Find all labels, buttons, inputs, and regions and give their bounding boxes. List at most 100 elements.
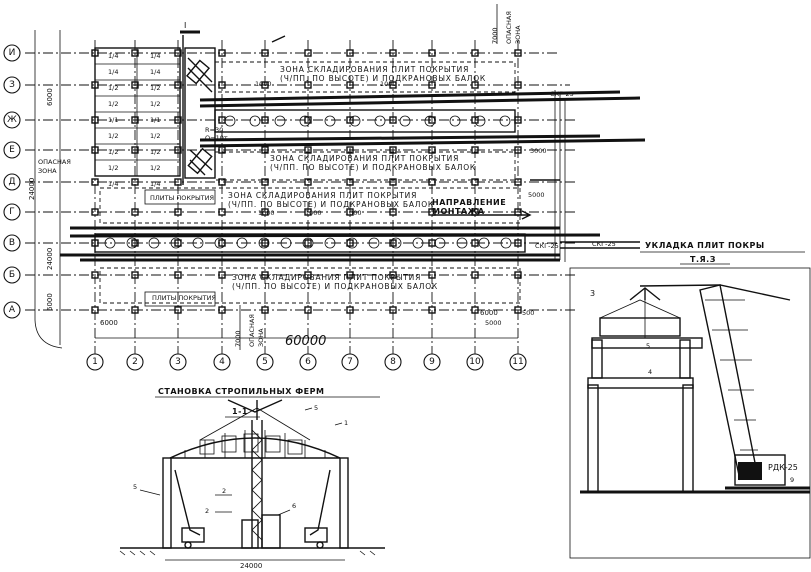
small-dims: 1000 1000 1000 1000 1000 5000 3000 500 5… — [255, 80, 547, 327]
column — [389, 146, 397, 154]
column — [346, 81, 354, 89]
column — [346, 178, 354, 186]
truss-node — [324, 237, 336, 249]
truss-node — [499, 115, 511, 127]
col-axis-1: 1 — [86, 353, 104, 371]
svg-text:1000: 1000 — [305, 209, 322, 217]
svg-text:6: 6 — [292, 502, 296, 510]
truss-node — [249, 115, 261, 127]
svg-text:В: В — [9, 238, 15, 248]
column — [346, 146, 354, 154]
detail-caption: УКЛАДКА ПЛИТ ПОКРЫ — [645, 241, 765, 250]
truss-node — [424, 115, 436, 127]
col-axis-3: 3 — [169, 353, 187, 371]
row-axis-А: А — [3, 301, 21, 319]
row-axis-lines — [25, 52, 575, 311]
column — [304, 306, 312, 314]
column — [261, 178, 269, 186]
column — [471, 239, 479, 247]
column — [91, 208, 99, 216]
column — [471, 81, 479, 89]
column — [304, 178, 312, 186]
truss-node — [374, 115, 386, 127]
column — [471, 49, 479, 57]
row-axis-И: И — [3, 44, 21, 62]
danger-dist-bottom: 7000 — [234, 330, 242, 347]
section-title: 1-1 — [232, 407, 248, 416]
detail-view: УКЛАДКА ПЛИТ ПОКРЫ Т.Я.З 3 РДК-25 9 4 5 — [569, 241, 811, 559]
column — [514, 306, 522, 314]
column — [304, 146, 312, 154]
svg-text:9: 9 — [790, 476, 794, 484]
svg-text:3: 3 — [590, 289, 595, 298]
truss-row-bottom — [94, 233, 526, 253]
row-axis-Б: Б — [3, 266, 21, 284]
column — [131, 208, 139, 216]
column — [389, 178, 397, 186]
column — [218, 49, 226, 57]
column — [514, 146, 522, 154]
svg-text:7: 7 — [347, 357, 353, 367]
zone-label-1: ЗОНА СКЛАДИРОВАНИЯ ПЛИТ ПОКРЫТИЯ(Ч/ПП. П… — [280, 65, 486, 83]
panel-mark: 1/1 — [150, 116, 160, 124]
column — [131, 178, 139, 186]
panel-mark: 1/2 — [108, 84, 118, 92]
truss-node — [224, 115, 236, 127]
total-length: 60000 — [285, 334, 326, 349]
column — [428, 306, 436, 314]
svg-text:Б: Б — [9, 270, 15, 280]
panel-mark: 1/4 — [108, 180, 118, 188]
col-axis-11: 11 — [509, 353, 527, 371]
column — [304, 81, 312, 89]
bay-dim-right: 6000 — [480, 309, 498, 317]
svg-text:I: I — [184, 21, 186, 30]
truss-node — [399, 115, 411, 127]
svg-text:3: 3 — [175, 357, 181, 367]
column — [346, 49, 354, 57]
column — [304, 208, 312, 216]
column — [218, 81, 226, 89]
svg-text:Q=10т: Q=10т — [205, 134, 228, 142]
truss-node — [449, 115, 461, 127]
panel-mark: 1/4 — [150, 180, 160, 188]
section-marker: I — [180, 21, 286, 43]
crane-tracks — [60, 90, 646, 262]
col-axis-lines — [94, 40, 519, 355]
truss-node — [299, 115, 311, 127]
column — [218, 178, 226, 186]
col-axis-4: 4 — [213, 353, 231, 371]
panel-mark: 1/1 — [108, 116, 118, 124]
column — [389, 81, 397, 89]
truss-node — [280, 237, 292, 249]
column — [131, 306, 139, 314]
column — [304, 49, 312, 57]
column — [91, 271, 99, 279]
svg-text:Ж: Ж — [7, 115, 17, 125]
truss-node — [324, 115, 336, 127]
svg-text:1000: 1000 — [380, 80, 397, 88]
column — [514, 178, 522, 186]
svg-text:Е: Е — [9, 145, 15, 155]
section-width: 24000 — [240, 562, 262, 570]
column — [346, 208, 354, 216]
svg-text:Д: Д — [8, 177, 15, 187]
svg-text:500: 500 — [522, 309, 534, 317]
row-dim: 6000 — [46, 88, 54, 106]
col-axis-6: 6 — [299, 353, 317, 371]
truss-node — [478, 237, 490, 249]
truss-node — [412, 237, 424, 249]
column — [304, 271, 312, 279]
danger-dist-top: 7000 — [491, 27, 499, 44]
truss-node — [474, 115, 486, 127]
truss-node — [500, 237, 512, 249]
column — [389, 271, 397, 279]
stored-trusses — [182, 35, 216, 185]
total-width: 24000 — [46, 248, 54, 270]
zone-label-3: ЗОНА СКЛАДИРОВАНИЯ ПЛИТ ПОКРЫТИЯ(Ч/ПП. П… — [228, 191, 434, 209]
